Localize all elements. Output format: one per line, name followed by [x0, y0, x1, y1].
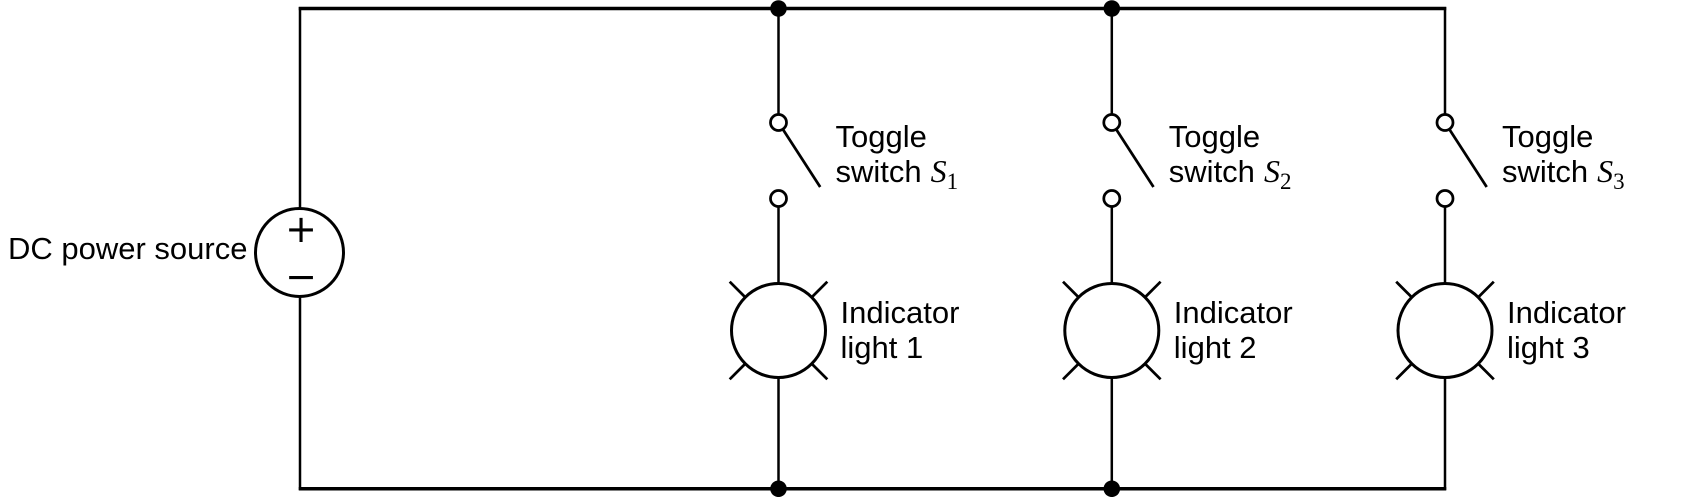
toggle-switch-icon: [1435, 113, 1489, 208]
junction-dot: [1103, 0, 1121, 17]
indicator-light-icon: [1061, 280, 1163, 381]
junction-dot: [1103, 480, 1121, 497]
toggle-switch-icon: [769, 113, 822, 208]
power-source-circle-icon: [254, 207, 345, 298]
indicator-light-label: Indicator light 2: [1174, 295, 1302, 365]
plus-sign: +: [285, 207, 317, 251]
indicator-light-icon: [1394, 280, 1496, 381]
toggle-switch-icon: [1102, 113, 1155, 208]
indicator-light-label: Indicator light 3: [1507, 295, 1635, 365]
minus-sign: −: [285, 255, 317, 299]
power-source: + − DC power source: [8, 7, 345, 490]
power-source-label: DC power source: [8, 231, 247, 266]
junction-dot: [770, 480, 787, 497]
indicator-light-label: Indicator light 1: [841, 295, 969, 365]
indicator-light-icon: [728, 280, 829, 381]
junction-dot: [770, 0, 787, 17]
